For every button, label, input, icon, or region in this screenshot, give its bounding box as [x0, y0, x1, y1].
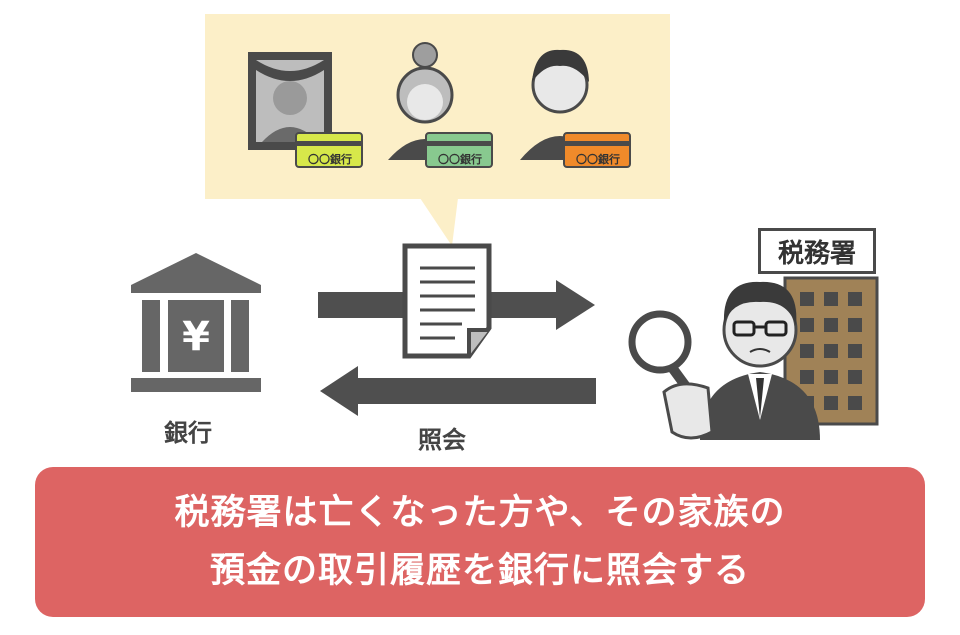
bankbook-card-icon [563, 132, 631, 168]
tax-inspector-icon [700, 281, 820, 440]
bank-label: 銀行 [164, 419, 212, 447]
summary-line-2: 預金の取引履歴を銀行に照会する [209, 551, 750, 591]
inquiry-label: 照会 [418, 426, 466, 454]
arrow-left-icon [320, 366, 596, 416]
bankbook-card-icon [295, 132, 363, 168]
bank-building-icon: ¥ [131, 253, 261, 392]
document-icon [402, 243, 492, 359]
magnifying-glass-icon [628, 310, 714, 440]
deceased-portrait-icon [248, 52, 332, 150]
bankbook-card-icon [425, 132, 493, 168]
summary-line-1: 税務署は亡くなった方や、その家族の [174, 493, 786, 533]
summary-banner: 税務署は亡くなった方や、その家族の 預金の取引履歴を銀行に照会する [35, 467, 925, 617]
bank-card-label: 〇〇銀行 [308, 153, 352, 166]
svg-text:¥: ¥ [182, 314, 210, 360]
bank-card-label: 〇〇銀行 [438, 153, 482, 166]
bank-card-label: 〇〇銀行 [576, 153, 620, 166]
tax-office-sign: 税務署 [758, 228, 876, 274]
